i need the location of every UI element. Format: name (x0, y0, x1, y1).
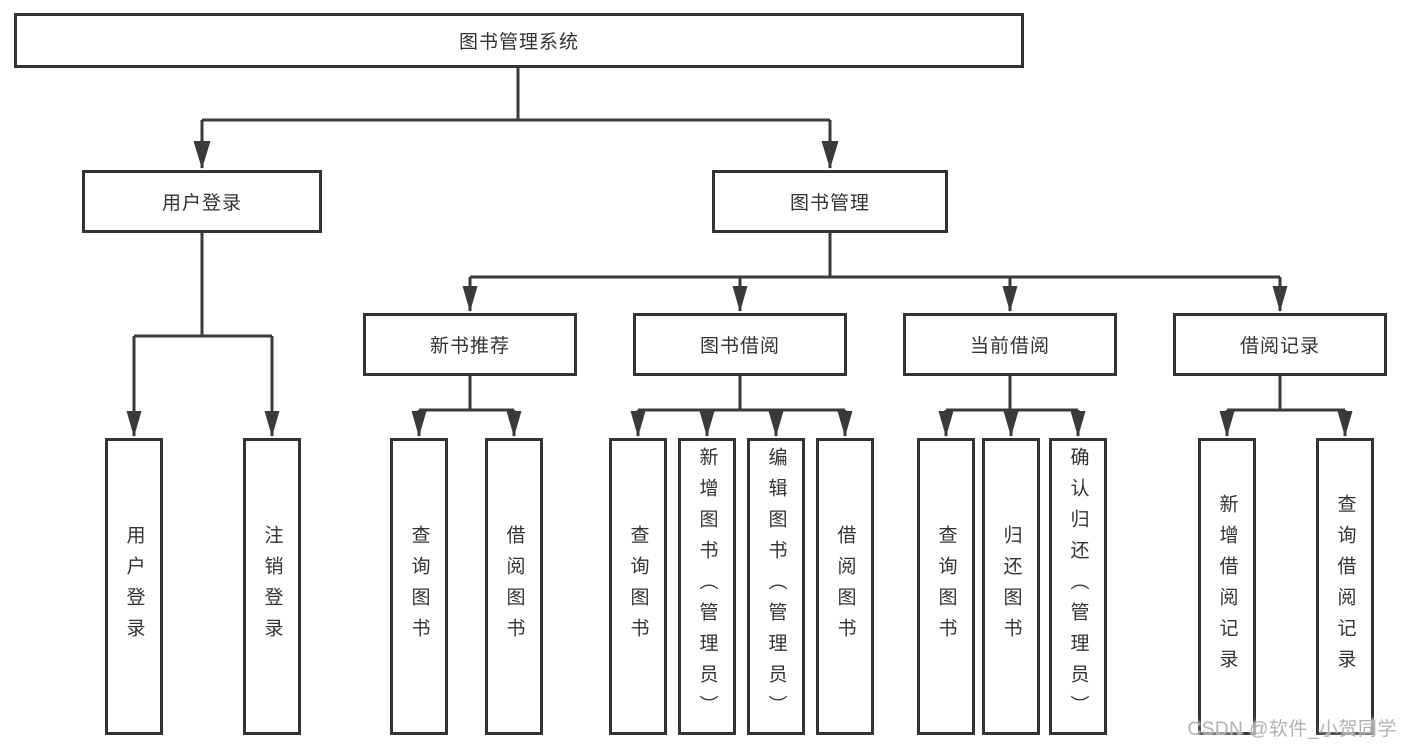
connector-book-management-children (462, 233, 1288, 312)
connector-current-borrow-children (938, 376, 1086, 437)
leaf-user-login: 用户登录 (105, 438, 163, 735)
leaf-borrow-books-recommend: 借阅图书 (485, 438, 543, 735)
watermark-text: CSDN @软件_小贺同学 (1187, 719, 1397, 740)
node-root-label: 图书管理系统 (458, 32, 579, 53)
leaf-query-borrow-record: 查询借阅记录 (1316, 438, 1374, 735)
leaf-return-books: 归还图书 (982, 438, 1040, 735)
node-book-borrowing: 图书借阅 (633, 313, 847, 376)
leaf-add-books-admin: 新增图书（管理员） (678, 438, 736, 735)
leaf-query-books-recommend-label: 查询图书 (408, 524, 430, 649)
node-book-borrowing-label: 图书借阅 (699, 336, 780, 357)
node-new-book-recommendation-label: 新书推荐 (429, 336, 510, 357)
node-borrowing-records-label: 借阅记录 (1239, 336, 1320, 357)
connector-new-book-children (411, 376, 522, 437)
leaf-query-borrow-record-label: 查询借阅记录 (1334, 493, 1356, 680)
leaf-add-books-admin-label: 新增图书（管理员） (696, 447, 718, 726)
node-current-borrowing: 当前借阅 (903, 313, 1117, 376)
leaf-edit-books-admin-label: 编辑图书（管理员） (765, 447, 787, 726)
node-book-management: 图书管理 (712, 170, 948, 233)
leaf-user-login-label: 用户登录 (123, 524, 145, 649)
connector-root-to-level2 (193, 68, 839, 169)
node-new-book-recommendation: 新书推荐 (363, 313, 577, 376)
leaf-return-books-label: 归还图书 (1000, 524, 1022, 649)
connector-book-borrow-children (630, 376, 853, 437)
leaf-borrow-books: 借阅图书 (816, 438, 874, 735)
leaf-borrow-books-label: 借阅图书 (834, 524, 856, 649)
node-current-borrowing-label: 当前借阅 (969, 336, 1050, 357)
node-user-login-label: 用户登录 (161, 193, 242, 214)
leaf-query-books-current: 查询图书 (917, 438, 975, 735)
leaf-query-books-borrow: 查询图书 (609, 438, 667, 735)
leaf-logout-label: 注销登录 (261, 524, 283, 649)
leaf-edit-books-admin: 编辑图书（管理员） (747, 438, 805, 735)
leaf-query-books-recommend: 查询图书 (390, 438, 448, 735)
node-borrowing-records: 借阅记录 (1173, 313, 1387, 376)
node-root: 图书管理系统 (14, 13, 1024, 68)
leaf-add-borrow-record-label: 新增借阅记录 (1216, 493, 1238, 680)
connector-records-children (1219, 376, 1353, 437)
connector-user-login-children (126, 233, 280, 437)
node-user-login: 用户登录 (82, 170, 322, 233)
leaf-query-books-borrow-label: 查询图书 (627, 524, 649, 649)
leaf-add-borrow-record: 新增借阅记录 (1198, 438, 1256, 735)
leaf-confirm-return-admin-label: 确认归还（管理员） (1067, 447, 1089, 726)
node-book-management-label: 图书管理 (789, 193, 870, 214)
leaf-query-books-current-label: 查询图书 (935, 524, 957, 649)
leaf-logout: 注销登录 (243, 438, 301, 735)
leaf-confirm-return-admin: 确认归还（管理员） (1049, 438, 1107, 735)
leaf-borrow-books-recommend-label: 借阅图书 (503, 524, 525, 649)
